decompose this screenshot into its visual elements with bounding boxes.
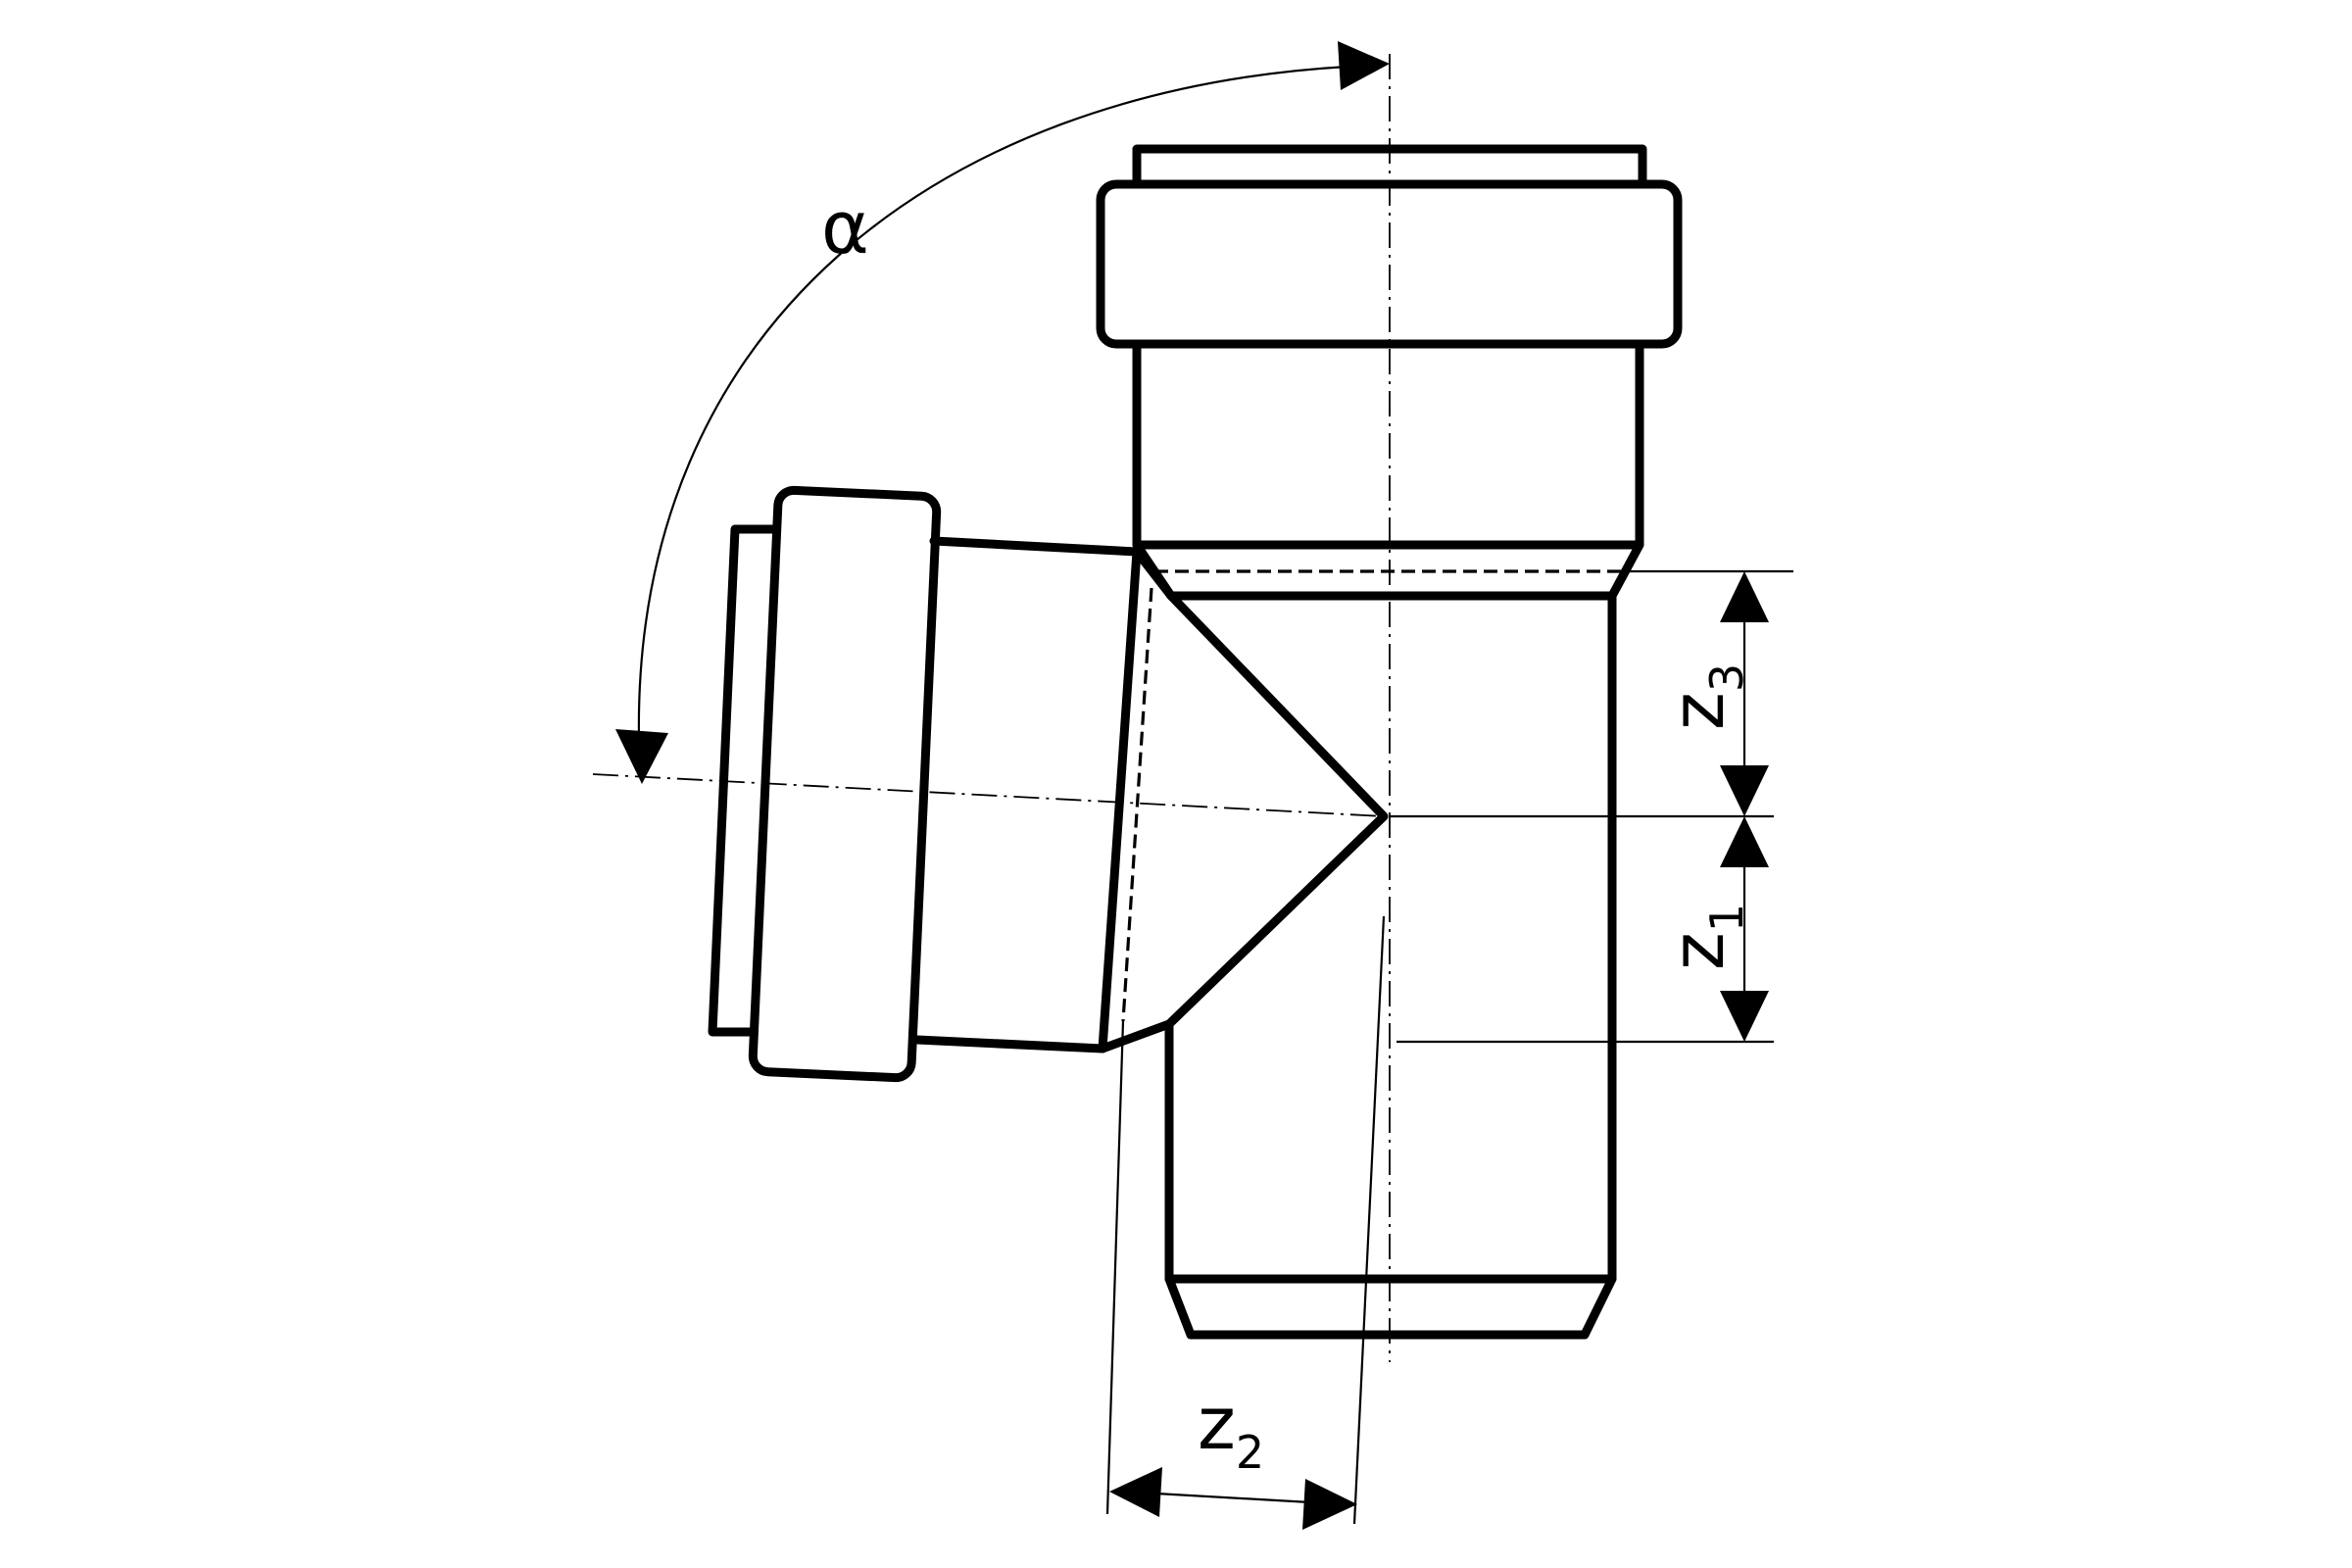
alpha-arrowhead-left — [615, 729, 668, 784]
z2-label-base: z — [1198, 1382, 1236, 1466]
top-spigot-ring — [1132, 144, 1647, 186]
z2-arrow-right — [1302, 1479, 1357, 1530]
z2-extension-right — [1352, 915, 1386, 1525]
branch-center-axis — [592, 773, 1385, 817]
z3-label: z3 — [1656, 663, 1753, 730]
z1-label-sub: 1 — [1700, 904, 1753, 932]
dimension-z3: z3 — [1622, 569, 1793, 816]
branch-spigot-ring — [708, 524, 779, 1037]
branch-neck — [1098, 547, 1389, 1054]
z1-arrow-bottom — [1720, 991, 1769, 1042]
hidden-edge-branch — [1121, 587, 1153, 1022]
dimension-z1: z1 — [1390, 814, 1774, 1044]
z3-arrow-bottom — [1720, 765, 1769, 816]
top-socket — [1096, 179, 1683, 349]
alpha-arrowhead-top — [1338, 41, 1390, 90]
z1-label: z1 — [1656, 904, 1753, 970]
z3-label-sub: 3 — [1700, 663, 1753, 692]
z1-label-base: z — [1656, 932, 1740, 970]
branch-socket — [748, 485, 942, 1083]
branch-barrel — [912, 536, 1142, 1054]
z2-arrow-left — [1109, 1467, 1162, 1517]
side-branch — [708, 485, 1389, 1083]
z2-label: z2 — [1198, 1382, 1264, 1479]
z1-arrow-top — [1720, 816, 1769, 867]
z2-extension-left — [1105, 1020, 1125, 1515]
z2-label-sub: 2 — [1236, 1426, 1264, 1479]
alpha-label: α — [821, 186, 869, 270]
upper-body — [1132, 339, 1644, 550]
alpha-arc — [637, 65, 1348, 741]
dimension-z2: z2 — [1105, 915, 1386, 1530]
z3-label-base: z — [1656, 692, 1740, 730]
z3-arrow-top — [1720, 571, 1769, 622]
z2-dimension-line — [1155, 1492, 1311, 1504]
bottom-spigot — [1164, 1274, 1617, 1340]
